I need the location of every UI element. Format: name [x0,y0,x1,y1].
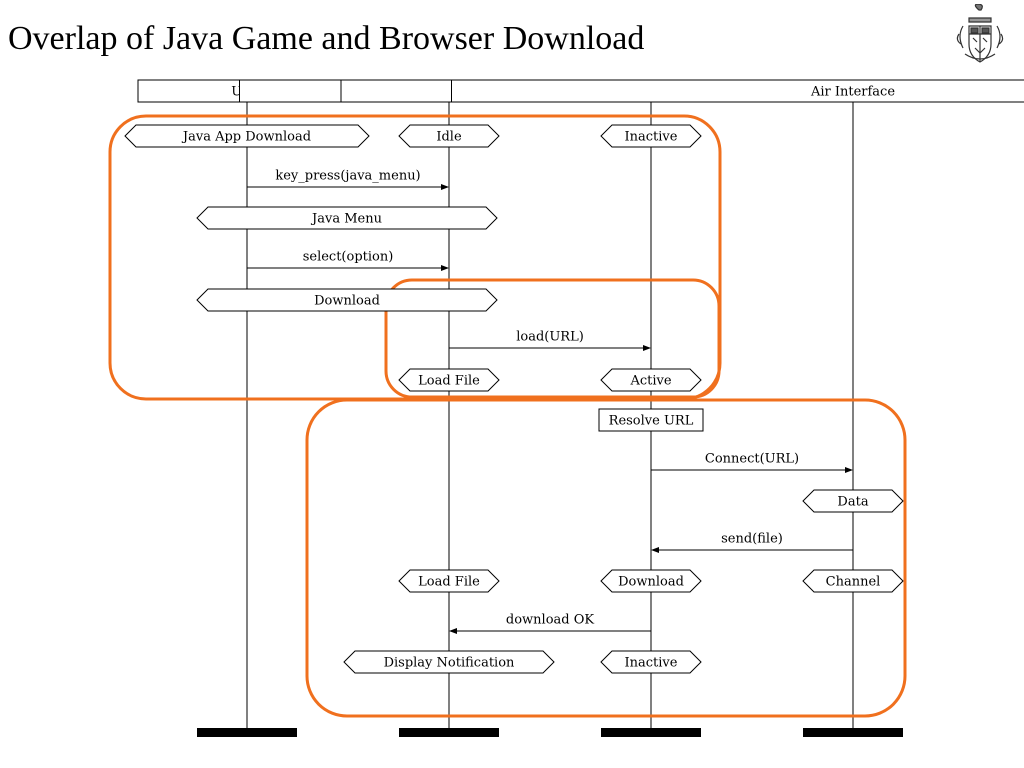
arrowhead-icon [643,345,651,351]
arrowhead-icon [651,547,659,553]
slide-title: Overlap of Java Game and Browser Downloa… [8,20,645,57]
lifeline-header-air [451,79,1024,103]
lifeline-end-bar-phone [399,728,499,737]
message-label: load(URL) [516,330,584,345]
message-label: key_press(java_menu) [275,169,420,184]
state-shape [600,368,702,392]
state-label: Java Menu [310,212,382,227]
state-label: Download [314,294,380,309]
arrowhead-icon [845,467,853,473]
state-shape [124,124,370,148]
state-shape [196,206,498,230]
state-shape [398,368,500,392]
message-label: download OK [506,613,594,628]
state-label: Inactive [625,130,678,145]
state-shape [398,124,500,148]
state-shape [802,569,904,593]
state-label: Inactive [625,656,678,671]
arrowhead-icon [449,628,457,634]
state-shape [600,124,702,148]
lifeline-end-bar-air [803,728,903,737]
state-label: Idle [436,130,462,145]
state-label: Java App Download [181,130,311,145]
highlight-box-browser-download [305,398,907,718]
message-label: send(file) [721,532,783,547]
state-shape [600,569,702,593]
state-shape [196,288,498,312]
state-label: Active [629,374,671,389]
state-shape [398,569,500,593]
state-label: Data [837,495,868,510]
coat-of-arms-icon [956,4,1004,63]
state-label: Display Notification [384,656,515,671]
action-box [598,408,704,432]
state-label: Download [618,575,684,590]
arrowhead-icon [441,184,449,190]
state-label: Load File [418,575,480,590]
lifeline-end-bar-browser [601,728,701,737]
action-label: Resolve URL [609,414,694,429]
lifeline-label-air: Air Interface [810,85,895,100]
lifeline-end-bar-user [197,728,297,737]
state-shape [600,650,702,674]
message-label: Connect(URL) [705,452,799,467]
highlight-box-java-app [108,114,722,401]
highlight-box-load-url [384,278,721,399]
state-label: Channel [826,575,881,590]
state-label: Load File [418,374,480,389]
state-shape [802,489,904,513]
arrowhead-icon [441,265,449,271]
message-label: select(option) [303,250,394,265]
state-shape [343,650,555,674]
